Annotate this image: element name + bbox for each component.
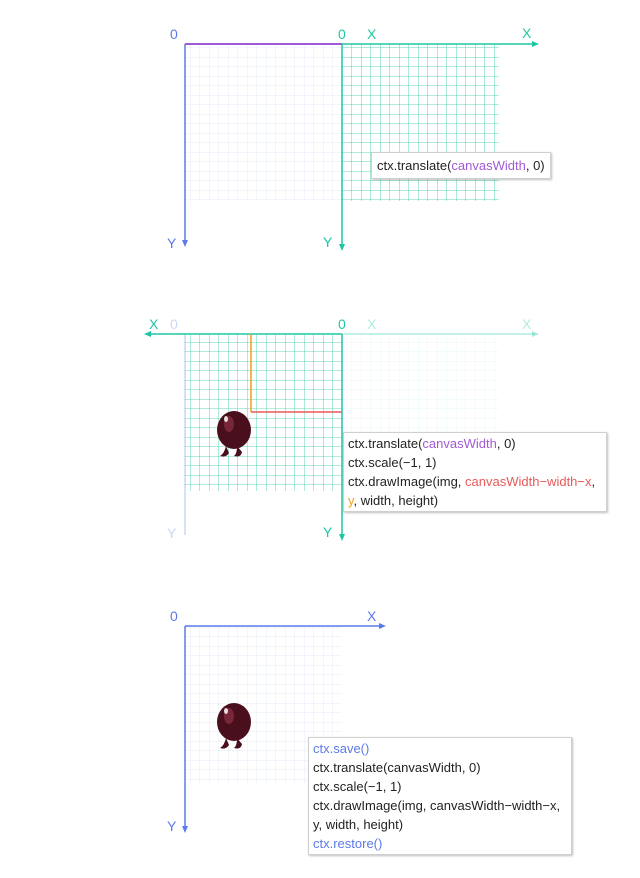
code-text: ctx.translate( — [348, 436, 423, 451]
code-argument: canvasWidth — [422, 436, 497, 451]
translated-origin-label: 0 — [338, 26, 346, 42]
y-axis-arrow — [182, 826, 188, 833]
code-line: ctx.scale(−1, 1) — [348, 455, 437, 470]
code-line: y, width, height) — [313, 817, 404, 832]
faded-x-label-end: X — [522, 316, 532, 332]
code-highlight: canvasWidth−width−x — [465, 474, 592, 489]
code-box-save-restore: ctx.save() ctx.translate(canvasWidth, 0)… — [308, 737, 572, 855]
code-highlight: y — [348, 493, 354, 508]
faded-x-label-start: X — [367, 316, 377, 332]
code-text: ctx.drawImage(img, — [348, 474, 466, 489]
translated-x-label-end: X — [522, 25, 532, 41]
translated-x-label-start: X — [367, 26, 377, 42]
code-line: ctx.translate(canvasWidth, 0) — [373, 156, 549, 175]
code-line: y, width, height) — [344, 491, 606, 510]
faded-y-label: Y — [167, 525, 177, 541]
flipped-x-label: X — [149, 316, 159, 332]
translated-y-label: Y — [323, 234, 333, 250]
y-label: Y — [323, 524, 333, 540]
code-line: ctx.drawImage(img, canvasWidth−width−x, — [313, 798, 561, 813]
code-box-translate: ctx.translate(canvasWidth, 0) — [371, 152, 551, 179]
y-axis-arrow — [182, 240, 188, 247]
origin-label: 0 — [170, 26, 178, 42]
code-text: , 0) — [496, 436, 516, 451]
y-label: Y — [167, 235, 177, 251]
code-box-flip: ctx.translate(canvasWidth, 0) ctx.scale(… — [343, 432, 607, 512]
flipped-x-axis-arrow — [144, 331, 151, 337]
translated-y-axis-arrow — [339, 244, 345, 251]
code-text: , width, height) — [353, 493, 439, 508]
code-text: ctx.translate( — [377, 158, 452, 173]
code-line-restore: ctx.restore() — [313, 836, 383, 851]
origin-label: 0 — [170, 608, 178, 624]
code-line: ctx.drawImage(img, canvasWidth−width−x, — [344, 472, 606, 491]
faded-origin-label: 0 — [170, 316, 178, 332]
panel-1: 0 Y 0 X X Y — [167, 25, 539, 251]
faded-x-axis-arrow — [532, 331, 539, 337]
x-label: X — [367, 608, 377, 624]
code-argument: canvasWidth — [451, 158, 526, 173]
code-text: , — [591, 474, 596, 489]
translated-x-axis-arrow — [532, 41, 539, 47]
code-line: ctx.translate(canvasWidth, 0) — [313, 760, 481, 775]
original-grid — [185, 44, 342, 201]
origin-label: 0 — [338, 316, 346, 332]
code-line: ctx.scale(−1, 1) — [313, 779, 402, 794]
x-axis-arrow — [379, 623, 386, 629]
y-axis-arrow — [339, 534, 345, 541]
code-line-save: ctx.save() — [313, 741, 370, 756]
y-label: Y — [167, 818, 177, 834]
code-line: ctx.translate(canvasWidth, 0) — [344, 434, 606, 453]
code-text: , 0) — [525, 158, 545, 173]
